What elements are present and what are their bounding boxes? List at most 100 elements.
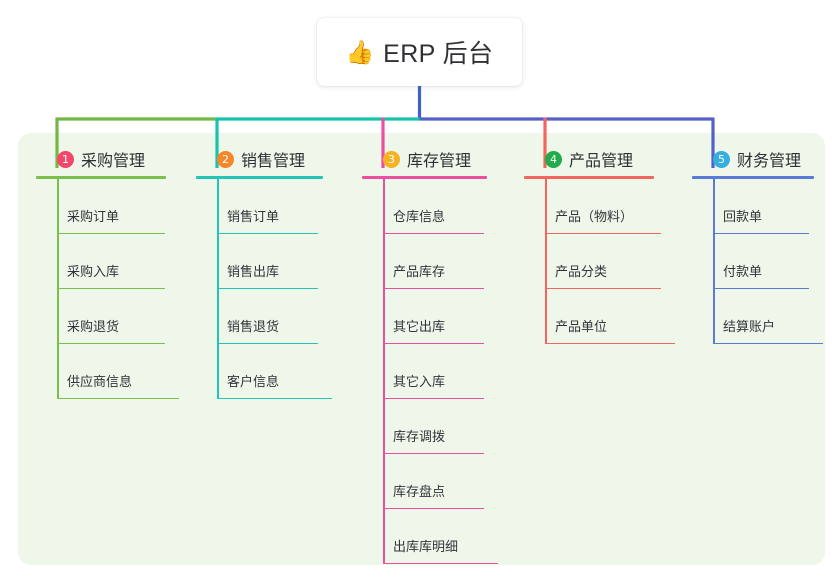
branch-item-rule bbox=[545, 287, 661, 289]
branch-item-list: 销售订单销售出库销售退货客户信息 bbox=[196, 179, 332, 399]
branch-item-rule bbox=[713, 342, 823, 344]
branch-item-rule bbox=[713, 287, 809, 289]
branch-item[interactable]: 供应商信息 bbox=[36, 344, 179, 399]
branch-item-label: 库存调拨 bbox=[393, 429, 446, 444]
branch-item[interactable]: 仓库信息 bbox=[362, 179, 487, 234]
branch-item[interactable]: 采购退货 bbox=[36, 289, 166, 344]
branch-item-rule bbox=[545, 342, 675, 344]
root-node-title: ERP 后台 bbox=[383, 40, 494, 68]
branch-item-list: 回款单付款单结算账户 bbox=[692, 179, 823, 344]
branch-column-1: 1 采购管理采购订单采购入库采购退货供应商信息 bbox=[36, 146, 179, 399]
branch-item-label: 库存盘点 bbox=[393, 484, 446, 499]
branch-column-5: 5 财务管理回款单付款单结算账户 bbox=[692, 146, 823, 344]
branch-item-rule bbox=[217, 342, 318, 344]
branch-spine bbox=[57, 179, 59, 399]
branch-item-label: 其它出库 bbox=[393, 319, 446, 334]
branch-item-label: 产品单位 bbox=[555, 319, 608, 334]
branch-title: 销售管理 bbox=[241, 153, 306, 170]
branch-item-list: 产品（物料） 产品分类产品单位 bbox=[524, 179, 675, 344]
branch-item-label: 产品分类 bbox=[555, 264, 608, 279]
branch-title: 采购管理 bbox=[81, 153, 146, 170]
branch-header-rule bbox=[36, 176, 166, 179]
branch-header-rule bbox=[692, 176, 814, 179]
branch-item-label: 采购退货 bbox=[67, 319, 120, 334]
branch-number-badge: 3 bbox=[383, 150, 400, 168]
branch-item-label: 出库库明细 bbox=[393, 539, 459, 554]
root-node[interactable]: 👍 ERP 后台 bbox=[317, 18, 522, 86]
branch-item[interactable]: 采购订单 bbox=[36, 179, 166, 234]
branch-spine bbox=[713, 179, 715, 344]
branch-item[interactable]: 销售出库 bbox=[196, 234, 323, 289]
branch-item-rule bbox=[383, 562, 498, 564]
branch-header-2[interactable]: 2 销售管理 bbox=[196, 146, 323, 172]
branch-item-label: 采购订单 bbox=[67, 209, 120, 224]
branch-item[interactable]: 产品（物料） bbox=[524, 179, 661, 234]
branch-header-1[interactable]: 1 采购管理 bbox=[36, 146, 166, 172]
branch-item-rule bbox=[383, 232, 484, 234]
branch-item[interactable]: 库存盘点 bbox=[362, 454, 487, 509]
branch-number-badge: 1 bbox=[57, 150, 74, 168]
branch-item-label: 仓库信息 bbox=[393, 209, 446, 224]
branch-item-label: 销售出库 bbox=[227, 264, 280, 279]
branch-item-rule bbox=[217, 287, 318, 289]
branch-item-label: 供应商信息 bbox=[67, 374, 133, 389]
branch-item-rule bbox=[713, 232, 809, 234]
branch-item-label: 产品库存 bbox=[393, 264, 446, 279]
diagram-panel bbox=[18, 133, 825, 565]
branch-header-rule bbox=[362, 176, 487, 179]
branch-item-label: 付款单 bbox=[723, 264, 763, 279]
branch-title: 财务管理 bbox=[737, 153, 802, 170]
branch-item[interactable]: 产品分类 bbox=[524, 234, 661, 289]
branch-item[interactable]: 结算账户 bbox=[692, 289, 823, 344]
branch-item-label: 产品（物料） bbox=[555, 209, 634, 224]
branch-item[interactable]: 其它出库 bbox=[362, 289, 487, 344]
branch-item-rule bbox=[383, 507, 484, 509]
branch-item-label: 结算账户 bbox=[723, 319, 776, 334]
branch-item-label: 采购入库 bbox=[67, 264, 120, 279]
branch-item-rule bbox=[57, 397, 179, 399]
branch-item-rule bbox=[383, 287, 484, 289]
branch-spine bbox=[383, 179, 385, 564]
branch-item[interactable]: 付款单 bbox=[692, 234, 814, 289]
branch-spine bbox=[545, 179, 547, 344]
branch-item[interactable]: 客户信息 bbox=[196, 344, 332, 399]
branch-item[interactable]: 回款单 bbox=[692, 179, 814, 234]
branch-item[interactable]: 出库库明细 bbox=[362, 509, 498, 564]
branch-item[interactable]: 其它入库 bbox=[362, 344, 487, 399]
branch-item-rule bbox=[383, 342, 484, 344]
branch-item-label: 回款单 bbox=[723, 209, 763, 224]
branch-item-rule bbox=[383, 397, 484, 399]
branch-item-rule bbox=[545, 232, 661, 234]
branch-number-badge: 5 bbox=[713, 150, 730, 168]
branch-item[interactable]: 销售订单 bbox=[196, 179, 323, 234]
branch-item-rule bbox=[217, 232, 318, 234]
branch-item-label: 销售订单 bbox=[227, 209, 280, 224]
branch-item-list: 采购订单采购入库采购退货供应商信息 bbox=[36, 179, 179, 399]
branch-item-rule bbox=[217, 397, 332, 399]
branch-item-label: 销售退货 bbox=[227, 319, 280, 334]
branch-item-rule bbox=[57, 232, 165, 234]
branch-item-label: 客户信息 bbox=[227, 374, 280, 389]
branch-item[interactable]: 采购入库 bbox=[36, 234, 166, 289]
root-node-content: 👍 ERP 后台 bbox=[346, 34, 494, 70]
branch-item-rule bbox=[57, 342, 165, 344]
branch-item[interactable]: 产品单位 bbox=[524, 289, 675, 344]
branch-spine bbox=[217, 179, 219, 399]
branch-column-2: 2 销售管理销售订单销售出库销售退货客户信息 bbox=[196, 146, 332, 399]
branch-item[interactable]: 库存调拨 bbox=[362, 399, 487, 454]
branch-header-rule bbox=[524, 176, 654, 179]
branch-item[interactable]: 产品库存 bbox=[362, 234, 487, 289]
branch-header-rule bbox=[196, 176, 323, 179]
branch-item-rule bbox=[383, 452, 484, 454]
branch-item-label: 其它入库 bbox=[393, 374, 446, 389]
branch-number-badge: 2 bbox=[217, 150, 234, 168]
branch-item[interactable]: 销售退货 bbox=[196, 289, 323, 344]
branch-header-5[interactable]: 5 财务管理 bbox=[692, 146, 814, 172]
thumbs-up-icon: 👍 bbox=[345, 38, 375, 65]
branch-item-rule bbox=[57, 287, 165, 289]
